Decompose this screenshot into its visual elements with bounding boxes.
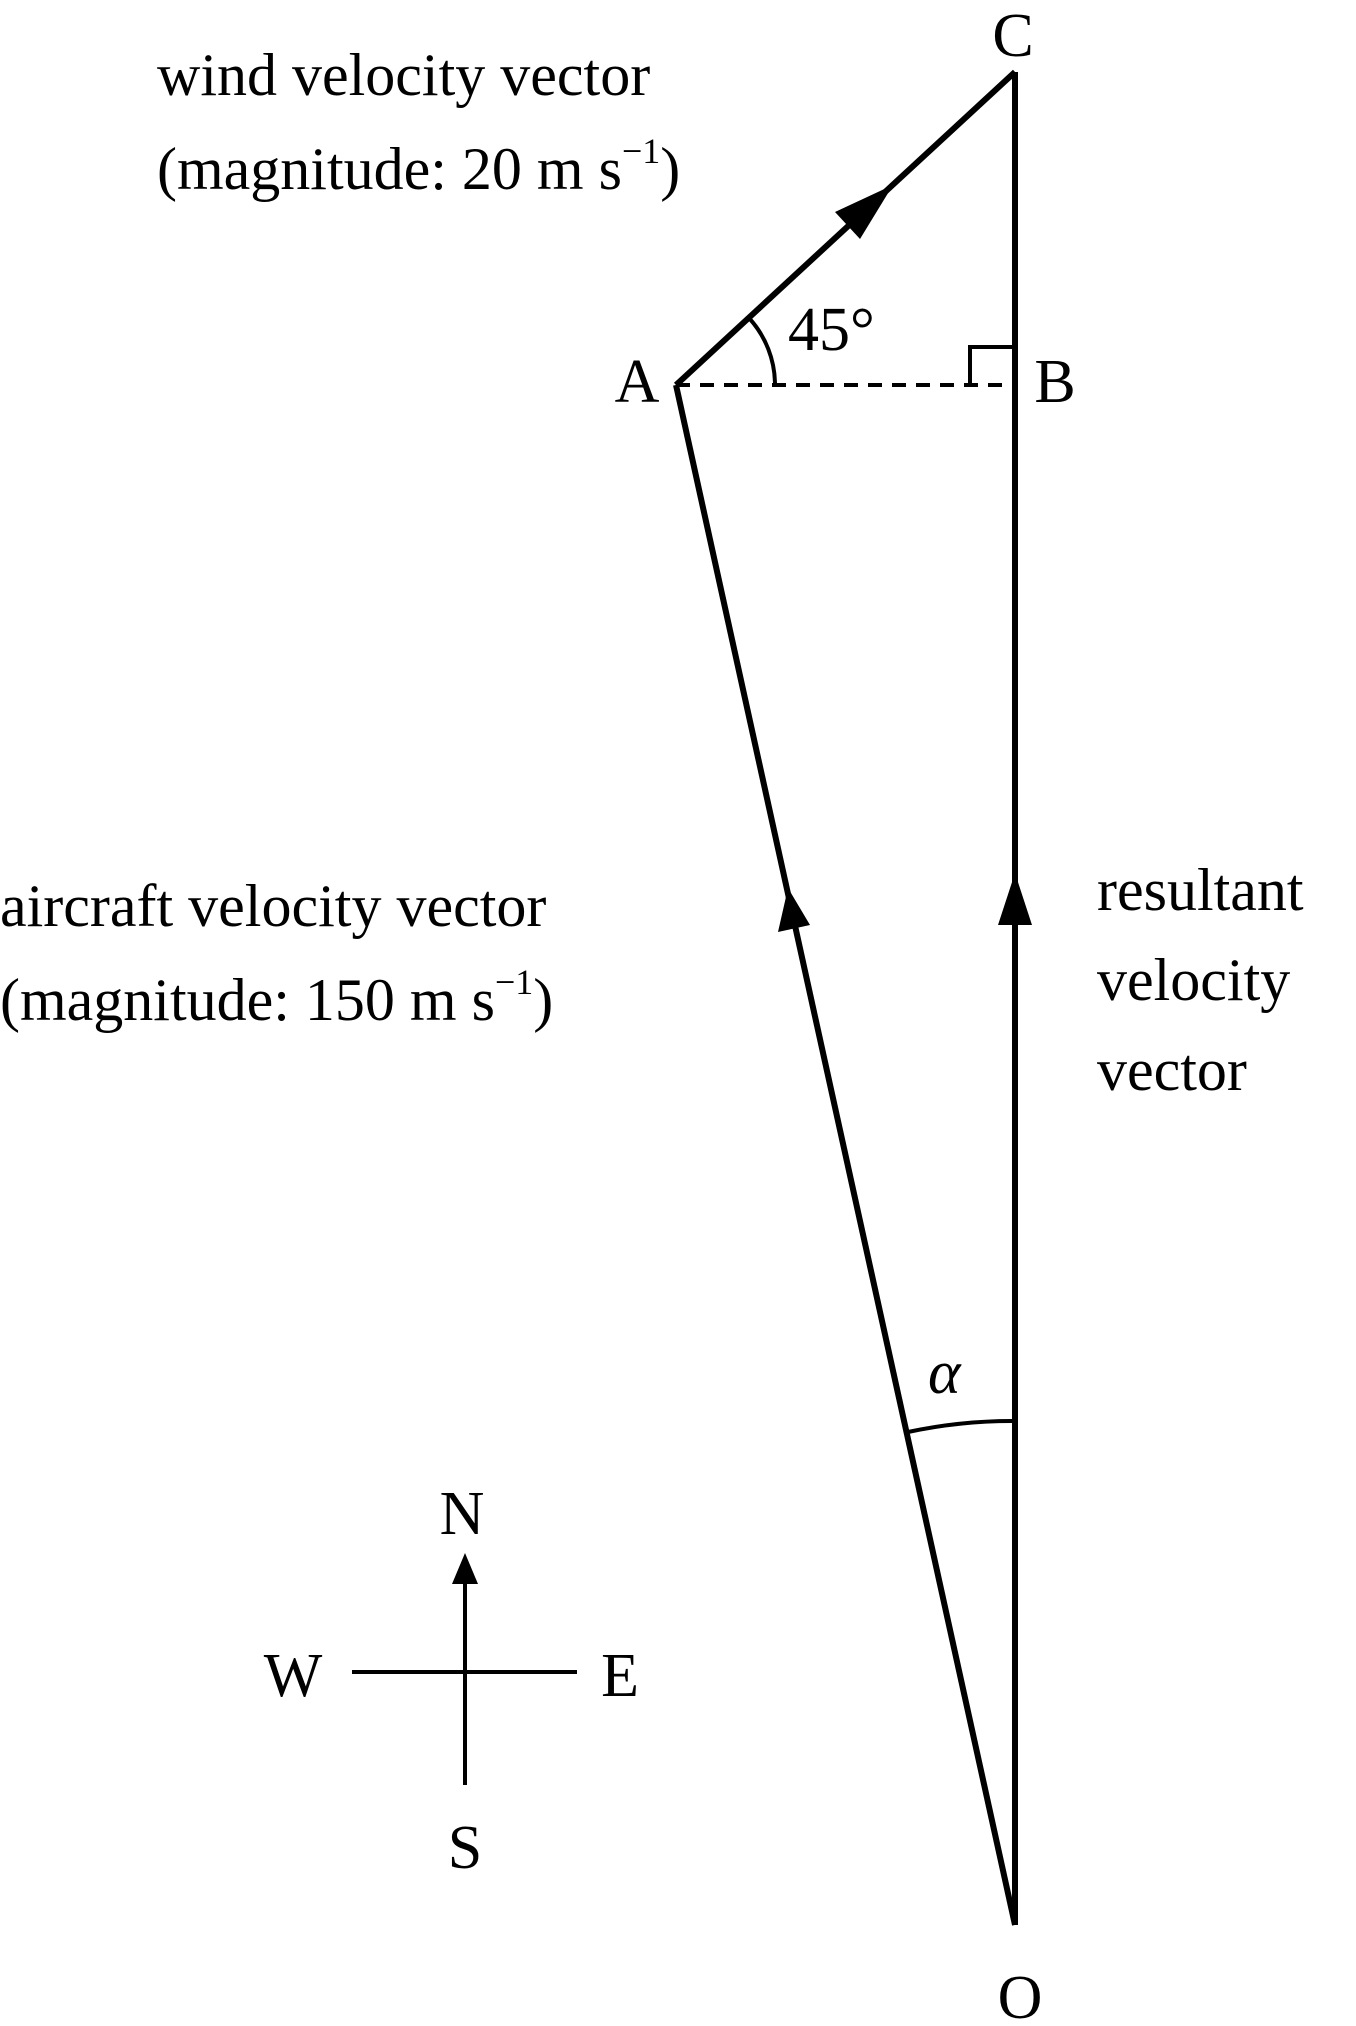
- right-angle-marker: [968, 345, 1015, 385]
- compass-label-n: N: [440, 1480, 485, 1548]
- angle-45-arc: [747, 316, 778, 386]
- compass-label-w: W: [264, 1642, 323, 1710]
- aircraft-label-line2: (magnitude: 150 m s−1): [0, 962, 553, 1033]
- wind-label-line2: (magnitude: 20 m s−1): [157, 131, 680, 202]
- compass-rose: [352, 1553, 577, 1785]
- aircraft-arrowhead: [778, 888, 810, 932]
- aircraft-label-exponent: −1: [495, 962, 533, 1002]
- angle-alpha-label: α: [928, 1339, 962, 1407]
- compass-north-arrowhead: [452, 1553, 478, 1584]
- resultant-label-line1: resultant: [1097, 857, 1304, 923]
- point-label-a: A: [615, 348, 660, 416]
- aircraft-vector-line: [673, 384, 1018, 1926]
- compass-label-e: E: [601, 1642, 639, 1710]
- angle-alpha-arc: [907, 1418, 1016, 1434]
- resultant-label-line3: vector: [1097, 1037, 1247, 1103]
- aircraft-label-magnitude: (magnitude: 150 m s: [0, 967, 495, 1033]
- resultant-arrowhead: [998, 873, 1032, 925]
- wind-label-line1: wind velocity vector: [157, 42, 650, 108]
- wind-arrowhead: [835, 185, 893, 239]
- resultant-label-line2: velocity: [1097, 947, 1290, 1013]
- point-label-c: C: [992, 2, 1033, 70]
- angle-45-label: 45°: [788, 296, 875, 364]
- point-label-o: O: [998, 1964, 1043, 2026]
- wind-label-exponent: −1: [622, 131, 660, 171]
- point-label-b: B: [1034, 348, 1075, 416]
- wind-label-magnitude: (magnitude: 20 m s: [157, 136, 622, 202]
- aircraft-label-close: ): [533, 967, 553, 1033]
- wind-vector-line: [673, 69, 1018, 388]
- aircraft-label-line1: aircraft velocity vector: [0, 873, 546, 939]
- wind-label-close: ): [660, 136, 680, 202]
- compass-label-s: S: [448, 1814, 482, 1882]
